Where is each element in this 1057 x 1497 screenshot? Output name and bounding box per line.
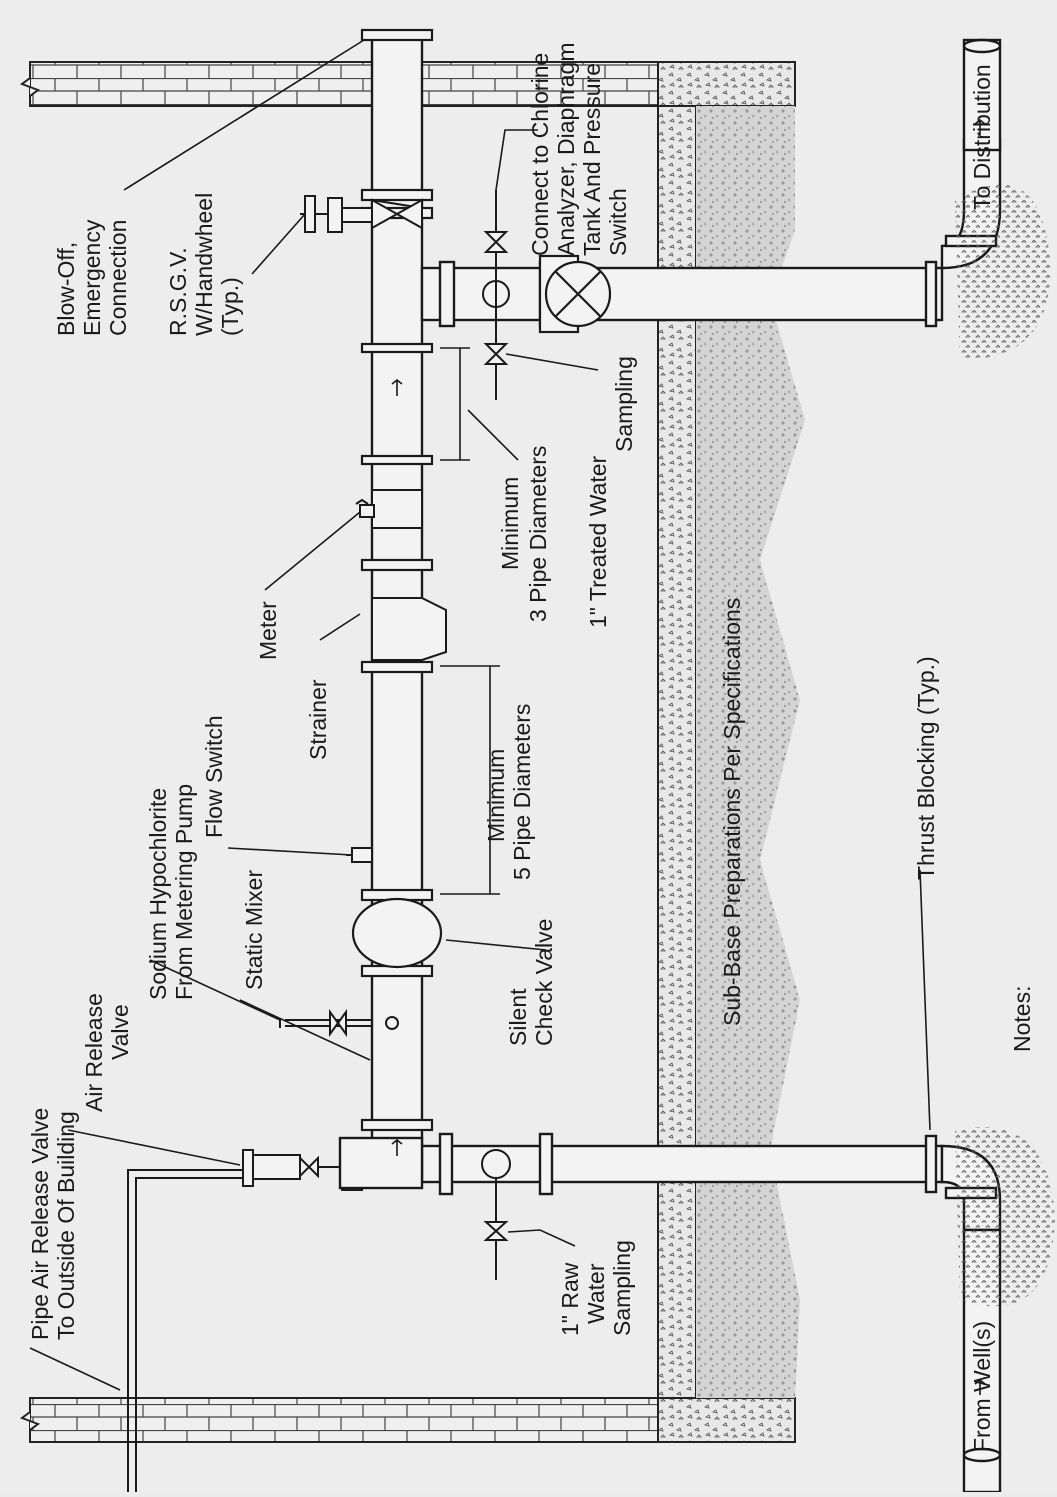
blow-off-label-3: Connection <box>105 220 131 336</box>
minimum-5-label: Minimum <box>483 749 509 842</box>
check-valve-label-2: Check Valve <box>531 919 557 1046</box>
rsgv-label-2: W/Handwheel <box>191 193 217 336</box>
dimension-min5 <box>440 665 500 895</box>
handwheel-valve-icon <box>538 254 612 334</box>
pipe-air-release-label-2: To Outside Of Building <box>53 1111 79 1340</box>
chlorine-label: Connect to Chlorine <box>527 53 553 256</box>
air-vent-pipe <box>127 1169 243 1492</box>
leader-lines <box>29 39 931 1391</box>
raw-water-label-3: Sampling <box>609 1240 635 1336</box>
chlorine-label-3: Tank And Pressure <box>579 63 605 256</box>
wall-break-bottom <box>19 1398 41 1442</box>
check-valve-icon <box>351 897 443 969</box>
meter-label: Meter <box>255 601 281 660</box>
building-wall-bottom <box>29 1397 659 1443</box>
chlorine-label-2: Analyzer, Diaphragm <box>553 43 579 257</box>
rsgv-label-3: (Typ.) <box>217 277 243 336</box>
notes-label: Notes: <box>1009 986 1035 1052</box>
minimum-5-label-2: 5 Pipe Diameters <box>509 704 535 880</box>
strainer-icon <box>371 597 447 661</box>
check-valve-label: Silent <box>505 988 531 1046</box>
wall-break-top <box>19 62 41 106</box>
sub-base-soil <box>696 106 805 1398</box>
sodium-hypochlorite-label-2: From Metering Pump <box>171 784 197 1000</box>
raw-sampling-tap <box>481 1149 511 1280</box>
strainer-label: Strainer <box>305 679 331 760</box>
injection-assembly <box>279 1008 399 1038</box>
static-mixer-label: Static Mixer <box>241 870 267 990</box>
raw-water-label: 1" Raw <box>557 1262 583 1336</box>
flow-switch-label: Flow Switch <box>201 715 227 838</box>
flow-arrows <box>391 118 986 1395</box>
to-distribution-label: To Distribution <box>969 64 995 210</box>
meter-icon <box>355 489 423 529</box>
sodium-hypochlorite-label: Sodium Hypochlorite <box>145 788 171 1000</box>
air-release-label: Air Release <box>81 993 107 1112</box>
from-well-label: From Well(s) <box>969 1321 995 1452</box>
sub-base-label: Sub-Base Preparations Per Specifications <box>719 598 745 1026</box>
thrust-blocking-label: Thrust Blocking (Typ.) <box>913 656 939 880</box>
treated-water-label: 1" Treated Water <box>585 455 611 628</box>
treated-water-label-2: Sampling <box>611 356 637 452</box>
blow-off-label: Blow-Off, <box>53 242 79 336</box>
air-release-assembly <box>242 1139 363 1191</box>
treated-sampling-tap <box>482 190 510 400</box>
dimension-min3 <box>440 347 470 461</box>
wall-footing-bottom <box>657 1397 796 1443</box>
minimum-3-label: Minimum <box>497 477 523 570</box>
raw-water-label-2: Water <box>583 1263 609 1324</box>
air-release-label-2: Valve <box>107 1004 133 1060</box>
minimum-3-label-2: 3 Pipe Diameters <box>525 446 551 622</box>
thrust-blocking <box>955 184 1055 1307</box>
pipe-air-release-label: Pipe Air Release Valve <box>27 1108 53 1340</box>
chlorine-label-4: Switch <box>605 188 631 256</box>
blow-off-label-2: Emergency <box>79 219 105 336</box>
rsgv-label: R.S.G.V. <box>165 247 191 336</box>
